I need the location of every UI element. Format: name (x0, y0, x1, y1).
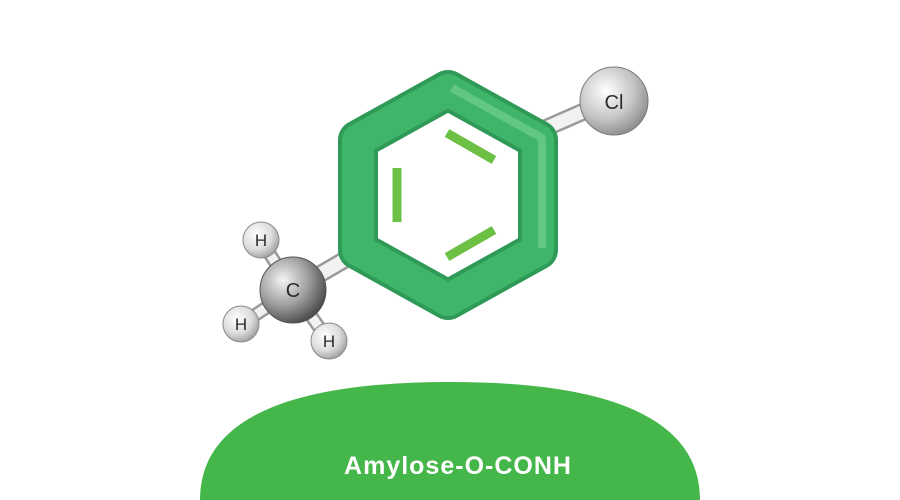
ring-highlight (450, 84, 546, 248)
h-label: H (255, 231, 267, 250)
h-label: H (235, 315, 247, 334)
c-label: C (286, 280, 300, 302)
ring-inner-fill (382, 118, 514, 272)
atom-h-left: H (222, 305, 260, 343)
h-sphere (242, 221, 280, 259)
atom-h-top: H (242, 221, 280, 259)
double-bond-bottom (444, 226, 497, 261)
double-bond-top (444, 129, 497, 164)
atom-cl: Cl (579, 66, 649, 136)
h-label: H (323, 332, 335, 351)
benzene-ring (338, 70, 558, 320)
support-label: Amylose-O-CONH (344, 452, 572, 480)
h-sphere (222, 305, 260, 343)
amylose-support (200, 382, 700, 500)
cl-sphere (579, 66, 649, 136)
cl-label: Cl (605, 92, 624, 114)
c-sphere (259, 256, 327, 324)
atom-c: C (259, 256, 327, 324)
h-sphere (310, 322, 348, 360)
atom-h-bottom: H (310, 322, 348, 360)
